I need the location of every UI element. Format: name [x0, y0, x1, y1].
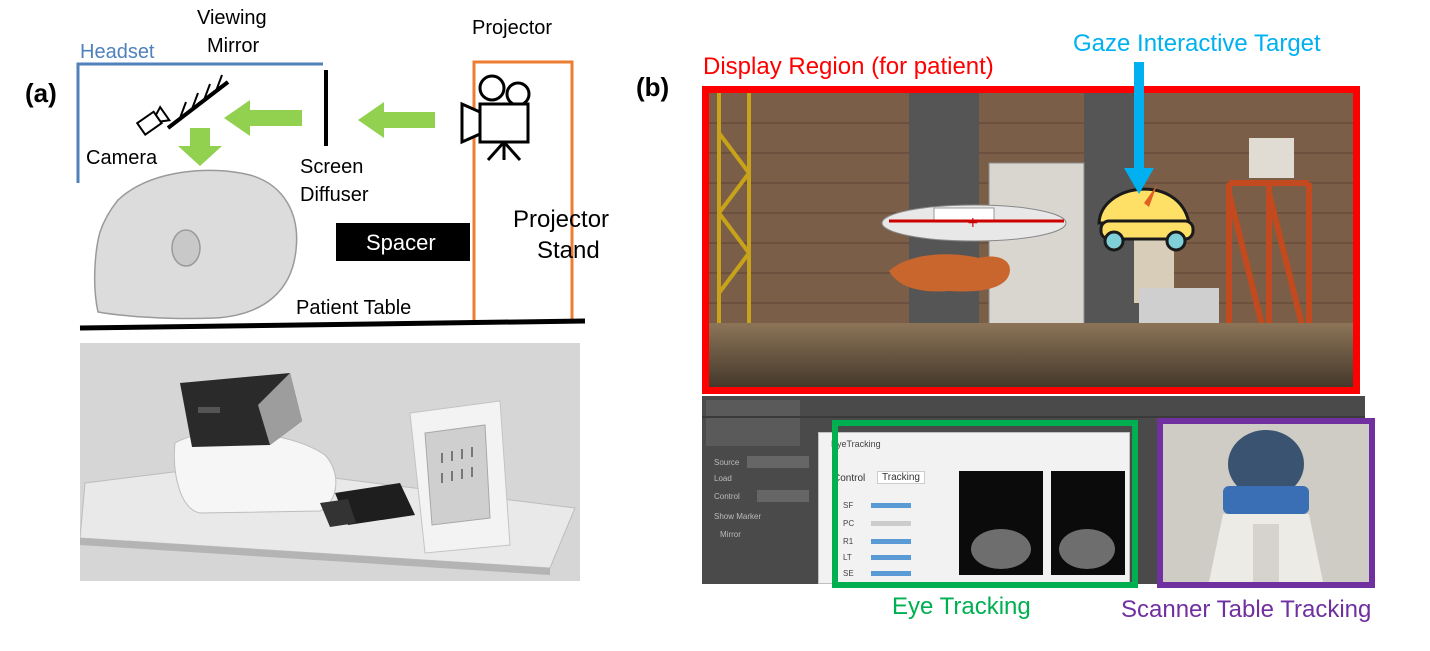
panel-b-letter: (b) — [636, 72, 670, 102]
eye-image-left — [959, 471, 1043, 575]
tab-tracking[interactable]: Tracking — [877, 471, 925, 484]
eye-tracking-box — [832, 420, 1138, 588]
option-load[interactable]: Load — [714, 474, 732, 483]
projector-stand — [472, 60, 574, 320]
gaze-target-label: Gaze Interactive Target — [1073, 30, 1321, 57]
patient-table-label: Patient Table — [296, 297, 412, 319]
camera-icon — [135, 105, 172, 137]
eye-left-iris — [971, 529, 1031, 569]
headset-render-drawing — [80, 373, 576, 575]
arrow-down-icon — [178, 128, 222, 166]
option-source: Source — [714, 458, 740, 467]
slider-label-lt: LT — [843, 553, 852, 562]
slider-lt[interactable] — [871, 555, 911, 560]
arrow-left-icon-1 — [224, 100, 302, 136]
control-select[interactable] — [757, 490, 809, 502]
slider-label-r1: R1 — [843, 537, 854, 546]
patient-head — [93, 169, 298, 320]
arrow-left-icon-2 — [358, 102, 435, 138]
slider-se[interactable] — [871, 571, 911, 576]
scanner-table-view — [1163, 424, 1369, 582]
screen-diffuser-label-1: Screen — [300, 156, 364, 178]
slider-r1[interactable] — [871, 539, 911, 544]
projector-icon — [460, 74, 531, 161]
video-thumb — [706, 400, 800, 446]
tab-control[interactable]: Control — [833, 473, 866, 484]
slider-label-se: SE — [843, 569, 854, 578]
headset-label: Headset — [80, 41, 155, 63]
headset-outline — [76, 62, 323, 183]
projector-stand-label-2: Stand — [537, 237, 600, 264]
window-title: EyeTracking — [831, 439, 881, 449]
toolbar-line — [702, 416, 1365, 418]
scanner-table-label: Scanner Table Tracking — [1121, 596, 1372, 623]
gaze-target-gauge — [1097, 185, 1195, 252]
option-control: Control — [714, 492, 740, 501]
display-region: + — [702, 86, 1360, 394]
display-region-label: Display Region (for patient) — [703, 53, 994, 80]
slider-label-sf: SF — [843, 501, 854, 510]
viewing-mirror-label-1: Viewing — [197, 7, 267, 29]
camera-label: Camera — [86, 147, 158, 169]
spacer-label: Spacer — [366, 230, 436, 255]
slider-pc[interactable] — [871, 521, 911, 526]
ambulance: + — [881, 204, 1067, 242]
headset-render — [80, 343, 580, 581]
cat — [889, 254, 1010, 292]
projector-stand-label-1: Projector — [513, 206, 610, 233]
eyetracking-window: EyeTracking Control Tracking SF PC R1 LT… — [818, 432, 1130, 584]
scanner-table-box — [1157, 418, 1375, 588]
spacer-block — [336, 223, 470, 261]
slider-label-pc: PC — [843, 519, 855, 528]
source-select[interactable] — [747, 456, 809, 468]
slider-sf[interactable] — [871, 503, 911, 508]
patient-table-line — [79, 318, 586, 331]
panel-a-letter: (a) — [25, 78, 57, 108]
eye-image-right — [1051, 471, 1125, 575]
option-mirror[interactable]: Mirror — [720, 530, 741, 539]
screen-diffuser-label-2: Diffuser — [300, 184, 369, 206]
eye-tracking-label: Eye Tracking — [892, 593, 1031, 620]
projector-label: Projector — [472, 17, 553, 39]
option-show-marker[interactable]: Show Marker — [714, 512, 762, 521]
viewing-mirror-label-2: Mirror — [207, 35, 260, 57]
eye-right-iris — [1059, 529, 1115, 569]
svg-text:+: + — [967, 215, 979, 231]
viewing-mirror — [166, 74, 230, 130]
game-scene: + — [709, 93, 1353, 387]
